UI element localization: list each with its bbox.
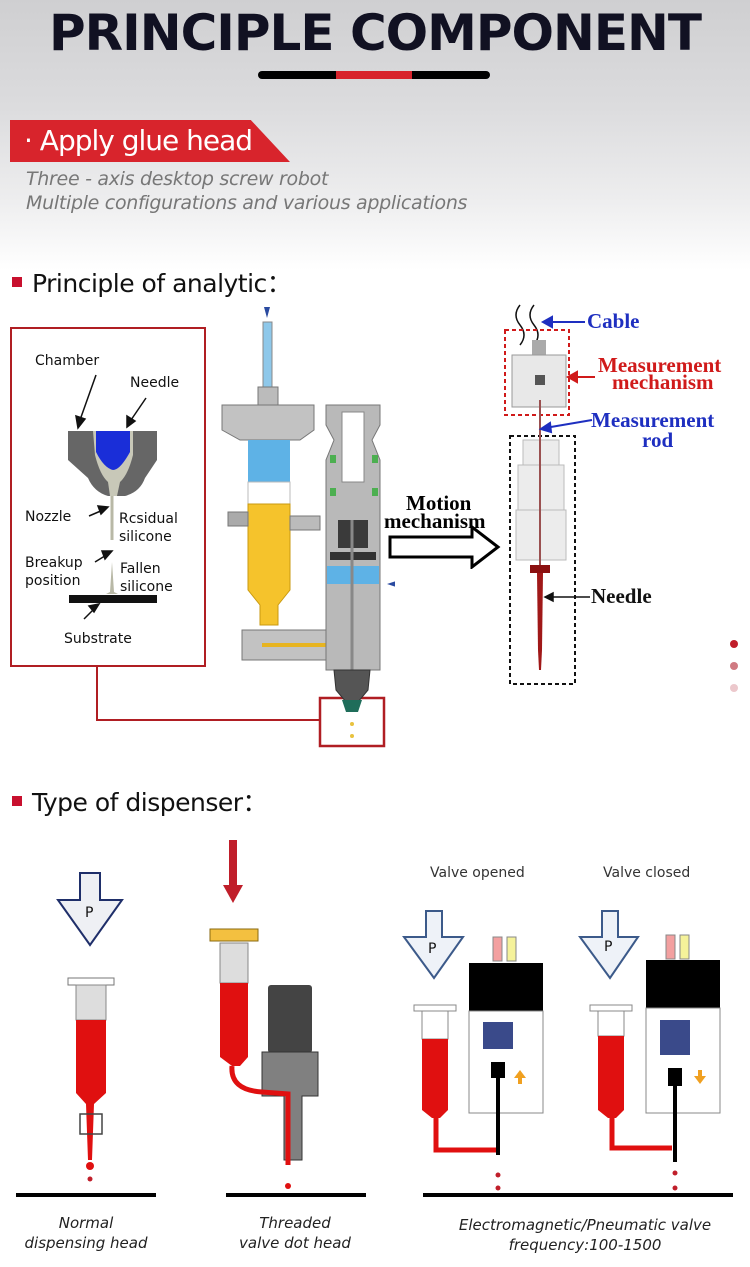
valve-opened-diagram [402, 910, 544, 1191]
valve-opened-label: Valve opened [430, 865, 525, 881]
carousel-dot-2[interactable] [730, 662, 738, 670]
threaded-valve-diagram [209, 840, 366, 1197]
label-residual-1: Rcsidual [119, 511, 178, 527]
motion-arrow-icon [388, 525, 501, 569]
label-measurement-mechanism-2: mechanism [612, 370, 714, 394]
pressure-label: P [85, 905, 94, 921]
label-measurement-mechanism-1: Measurement [598, 353, 722, 377]
pressure-label-closed: P [604, 939, 613, 955]
bullet-square-icon [12, 277, 22, 287]
subtitle-line-2: Multiple configurations and various appl… [26, 192, 468, 214]
label-measurement-rod-1: Measurement [591, 408, 715, 432]
title-underline [258, 71, 490, 79]
label-breakup-1: Breakup [25, 555, 83, 571]
valve-closed-diagram [578, 910, 721, 1191]
label-cable: Cable [587, 309, 640, 333]
label-measurement-rod-2: rod [642, 428, 674, 452]
label-nozzle: Nozzle [25, 509, 72, 525]
normal-dispensing-head-diagram [16, 872, 156, 1197]
principle-heading: Principle of analytic： [12, 264, 292, 300]
carousel-dot-3[interactable] [730, 684, 738, 692]
label-substrate: Substrate [64, 631, 132, 647]
valve-cross-section [221, 307, 395, 738]
page-title: PRINCIPLE COMPONENT [48, 4, 702, 62]
label-chamber: Chamber [35, 353, 100, 369]
label-fallen-2: silicone [120, 579, 173, 595]
carousel-dot-1[interactable] [730, 640, 738, 648]
label-needle: Needle [130, 375, 180, 391]
section-tag-label: · Apply glue head [24, 124, 253, 157]
pressure-label-opened: P [428, 941, 437, 957]
caption-threaded: Threaded valve dot head [239, 1214, 351, 1252]
section-tag: · Apply glue head [10, 120, 290, 162]
bullet-square-icon [12, 796, 22, 806]
subtitle-line-1: Three - axis desktop screw robot [26, 168, 329, 190]
caption-normal: Normal dispensing head [24, 1214, 148, 1252]
label-sensor-needle: Needle [591, 584, 652, 608]
baseline-electro [423, 1193, 733, 1197]
sensor-needle-diagram [504, 304, 595, 685]
label-breakup-2: position [25, 573, 81, 589]
valve-closed-label: Valve closed [603, 865, 691, 881]
dispenser-heading: Type of dispenser： [12, 783, 268, 819]
nozzle-diagram [10, 327, 386, 748]
caption-electromagnetic: Electromagnetic/Pneumatic valve frequenc… [458, 1216, 712, 1254]
label-motion-2: mechanism [384, 509, 486, 533]
label-fallen-1: Fallen [120, 561, 161, 577]
label-residual-2: silicone [119, 529, 172, 545]
label-motion-1: Motion [406, 491, 472, 515]
